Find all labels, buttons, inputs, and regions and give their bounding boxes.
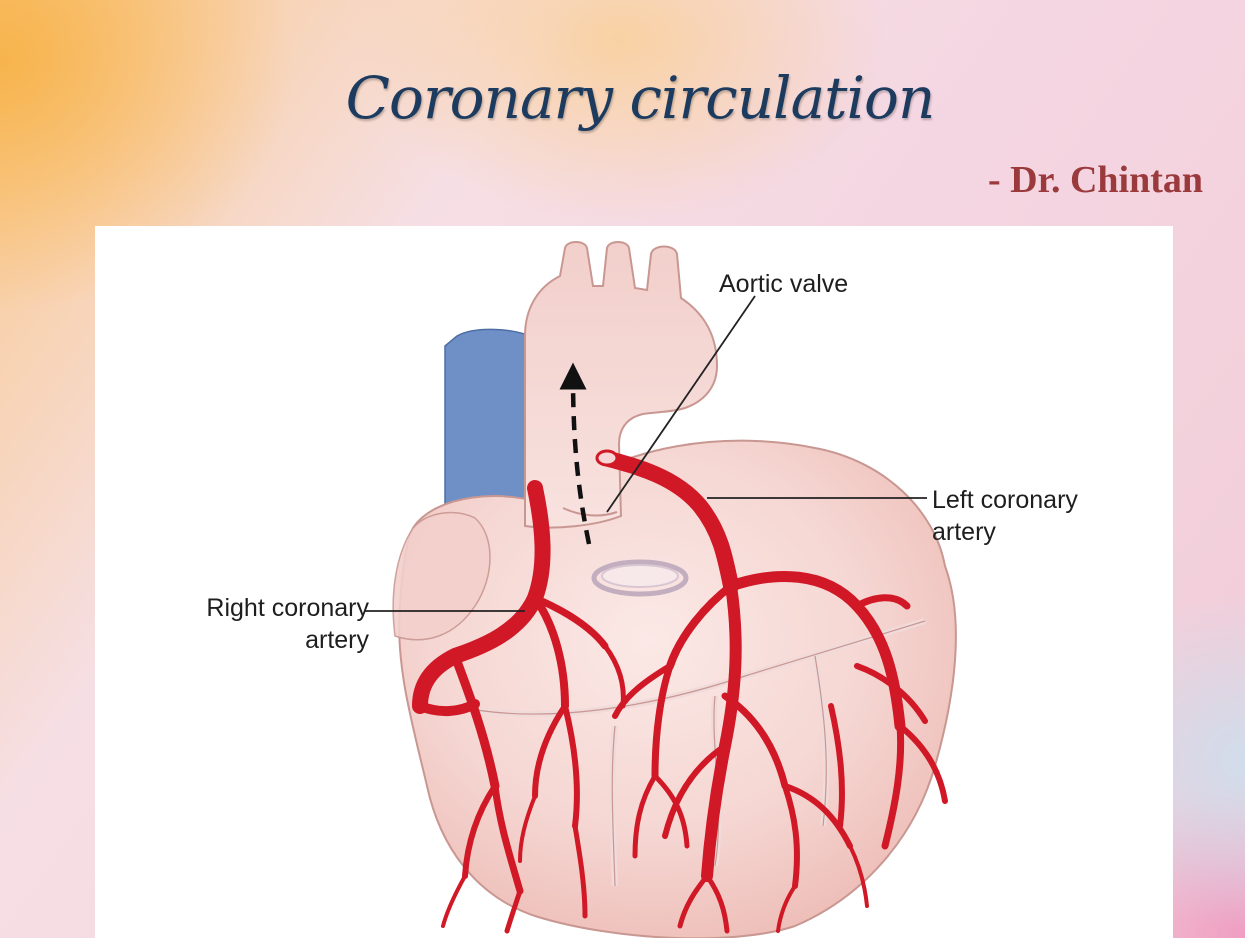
right-coronary-artery-label: Right coronary artery bbox=[147, 592, 369, 656]
slide-title: Coronary circulation bbox=[0, 64, 1245, 132]
aortic-valve-label: Aortic valve bbox=[719, 268, 848, 300]
right-coronary-artery-text: Right coronary artery bbox=[206, 594, 369, 654]
left-coronary-artery-text: Left coronary artery bbox=[932, 486, 1078, 546]
heart-body bbox=[399, 441, 956, 938]
diagram-panel: Aortic valve Left coronary artery Right … bbox=[95, 226, 1173, 938]
coronary-circulation-diagram bbox=[95, 226, 1173, 938]
left-coronary-ostium bbox=[597, 451, 617, 465]
left-coronary-artery-label: Left coronary artery bbox=[932, 484, 1132, 548]
slide-author: - Dr. Chintan bbox=[988, 158, 1203, 202]
